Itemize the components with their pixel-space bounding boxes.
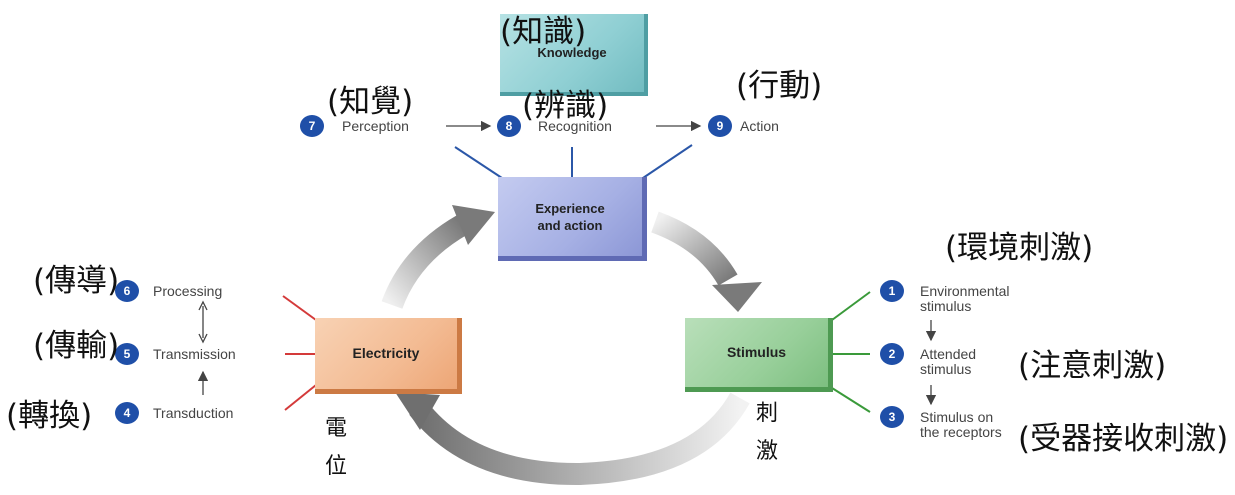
step-action: Action <box>740 118 779 134</box>
cycle-arrow-bottom <box>395 392 750 486</box>
electricity-box: Electricity <box>315 318 462 394</box>
knowledge-box: Knowledge <box>500 14 648 96</box>
cn-action: (行動) <box>736 68 823 104</box>
cn-processing: (傳導) <box>33 263 120 299</box>
cn-attended: (注意刺激) <box>1018 348 1167 384</box>
cn-environmental: (環境刺激) <box>945 230 1094 266</box>
line-receptors <box>831 387 871 413</box>
stimulus-label: Stimulus <box>726 344 787 360</box>
step-3-badge: 3 <box>880 406 904 428</box>
step-recognition: Recognition <box>538 118 612 134</box>
step-4-badge: 4 <box>115 402 139 424</box>
experience-box: Experience and action <box>498 177 647 261</box>
step-transduction: Transduction <box>153 405 234 421</box>
step-transmission: Transmission <box>153 346 236 362</box>
cn-electric-potential: 電位 <box>324 416 347 479</box>
step-7-badge: 7 <box>300 115 324 137</box>
line-environmental <box>831 291 871 321</box>
step-perception: Perception <box>342 118 409 134</box>
cn-receptors: (受器接收刺激) <box>1018 421 1229 457</box>
cn-recognition: (辨識) <box>522 88 609 124</box>
cycle-arrow-right <box>651 211 762 312</box>
knowledge-label: Knowledge <box>537 45 607 60</box>
electricity-label: Electricity <box>352 345 420 361</box>
step-8-badge: 8 <box>497 115 521 137</box>
line-transduction <box>284 384 317 411</box>
cn-transmission: (傳輸) <box>33 328 120 364</box>
step-5-badge: 5 <box>115 343 139 365</box>
experience-label: Experience and action <box>535 200 605 233</box>
cn-stimulation: 刺激 <box>755 401 778 464</box>
cycle-arrow-up <box>381 205 495 309</box>
cn-transduction: (轉換) <box>6 398 93 434</box>
stimulus-box: Stimulus <box>685 318 833 392</box>
step-6-badge: 6 <box>115 280 139 302</box>
arrow-processing-transmission <box>198 300 208 344</box>
step-2-badge: 2 <box>880 343 904 365</box>
line-processing <box>282 295 317 321</box>
step-processing: Processing <box>153 283 223 299</box>
cn-perception: (知覺) <box>327 84 414 120</box>
step-attended: Attended stimulus <box>920 346 977 377</box>
step-1-badge: 1 <box>880 280 904 302</box>
step-receptors: Stimulus on the receptors <box>920 409 1002 440</box>
step-environmental: Environmental stimulus <box>920 283 1010 314</box>
line-action <box>639 144 693 181</box>
step-9-badge: 9 <box>708 115 732 137</box>
line-perception <box>454 146 506 181</box>
cn-knowledge: (知識) <box>500 14 587 50</box>
